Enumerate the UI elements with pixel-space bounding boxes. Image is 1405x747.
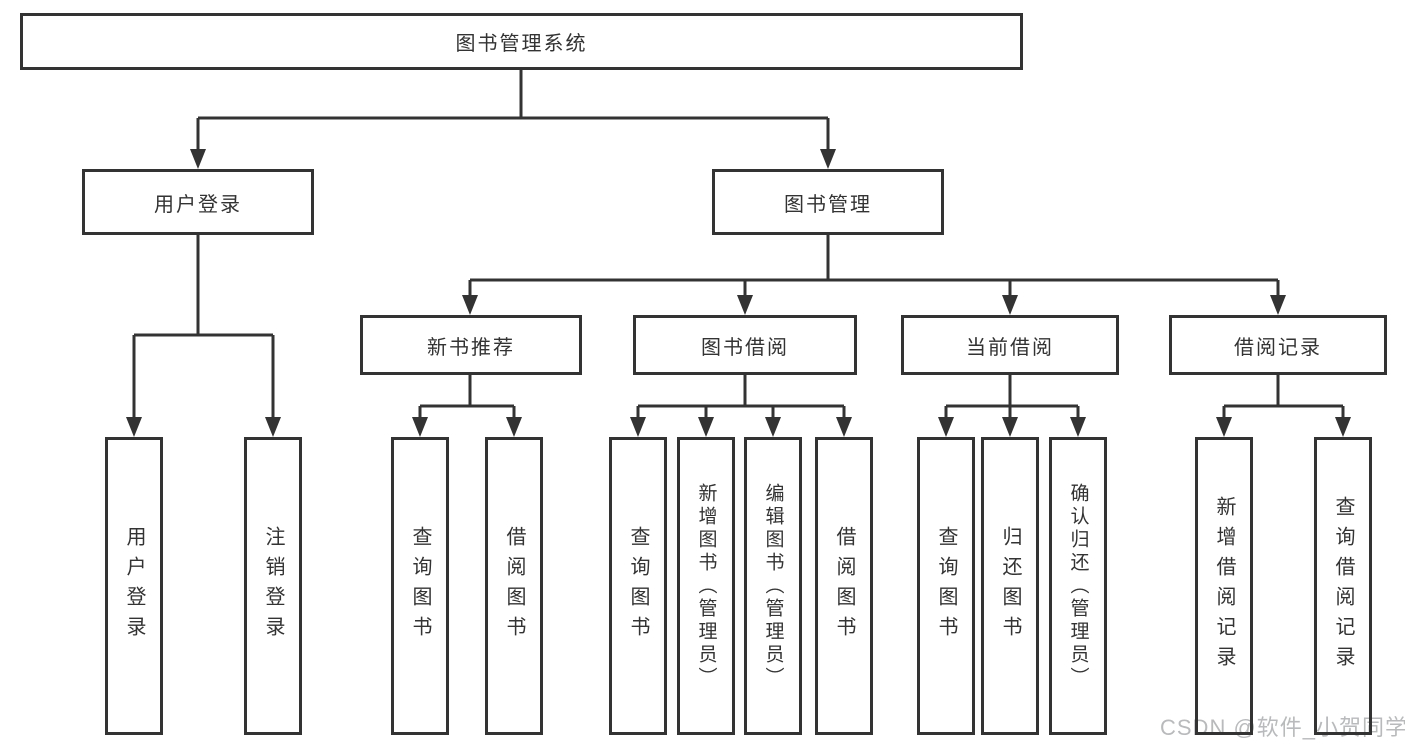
leaf-newbook-borrow-books: 借阅图书 <box>485 437 543 735</box>
node-label: 用户登录 <box>123 526 145 646</box>
leaf-borrow-add-books-admin: 新增图书（管理员） <box>677 437 735 735</box>
leaf-user-login: 用户登录 <box>105 437 163 735</box>
node-new-book-recommend: 新书推荐 <box>360 315 582 375</box>
leaf-record-add-borrow-record: 新增借阅记录 <box>1195 437 1253 735</box>
node-label: 编辑图书（管理员） <box>762 482 784 690</box>
leaf-logout: 注销登录 <box>244 437 302 735</box>
csdn-watermark: CSDN @软件_小贺同学 <box>1160 715 1405 740</box>
leaf-record-query-borrow-record: 查询借阅记录 <box>1314 437 1372 735</box>
node-current-borrowing: 当前借阅 <box>901 315 1119 375</box>
node-label: 查询图书 <box>627 526 649 646</box>
node-label: 图书借阅 <box>701 336 789 359</box>
node-label: 确认归还（管理员） <box>1067 482 1089 690</box>
node-label: 当前借阅 <box>966 336 1054 359</box>
node-label: 归还图书 <box>999 526 1021 646</box>
node-label: 图书管理 <box>784 193 872 216</box>
node-label: 图书管理系统 <box>455 33 588 55</box>
leaf-current-query-books: 查询图书 <box>917 437 975 735</box>
leaf-borrow-query-books: 查询图书 <box>609 437 667 735</box>
node-label: 借阅记录 <box>1234 336 1322 359</box>
node-user-login: 用户登录 <box>82 169 314 235</box>
node-label: 用户登录 <box>154 193 242 216</box>
node-label: 借阅图书 <box>503 526 525 646</box>
leaf-current-confirm-return-admin: 确认归还（管理员） <box>1049 437 1107 735</box>
node-label: 查询图书 <box>409 526 431 646</box>
node-borrowing-records: 借阅记录 <box>1169 315 1387 375</box>
node-label: 查询借阅记录 <box>1332 496 1354 676</box>
node-book-borrowing: 图书借阅 <box>633 315 857 375</box>
node-label: 新增图书（管理员） <box>695 482 717 690</box>
node-label: 新书推荐 <box>427 336 515 359</box>
node-root-system: 图书管理系统 <box>20 13 1023 70</box>
leaf-current-return-books: 归还图书 <box>981 437 1039 735</box>
leaf-borrow-borrow-books: 借阅图书 <box>815 437 873 735</box>
leaf-borrow-edit-books-admin: 编辑图书（管理员） <box>744 437 802 735</box>
node-label: 注销登录 <box>262 526 284 646</box>
leaf-newbook-query-books: 查询图书 <box>391 437 449 735</box>
node-book-management: 图书管理 <box>712 169 944 235</box>
node-label: 借阅图书 <box>833 526 855 646</box>
node-label: 新增借阅记录 <box>1213 496 1235 676</box>
node-label: 查询图书 <box>935 526 957 646</box>
